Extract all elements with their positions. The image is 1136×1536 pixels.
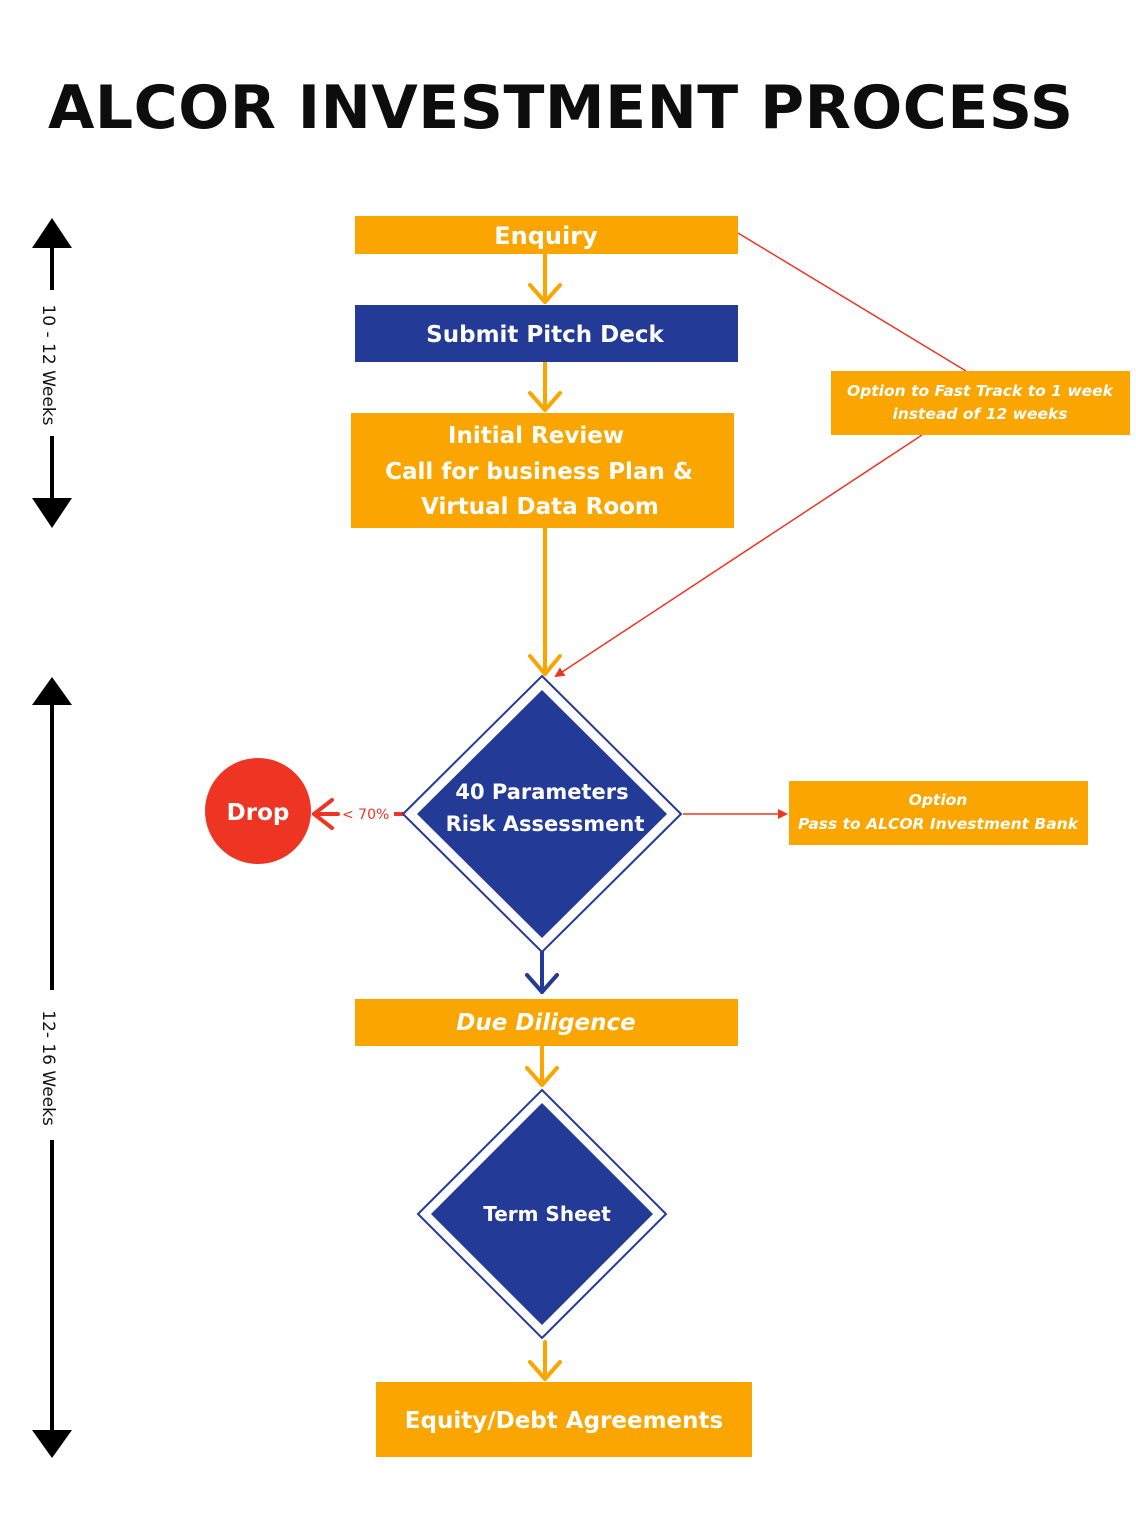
timeline-phase1-label: 10 - 12 Weeks — [38, 304, 58, 425]
investment-bank-line1: Option — [909, 791, 968, 809]
drop-node: Drop — [205, 758, 311, 864]
step-agreements: Equity/Debt Agreements — [376, 1382, 752, 1457]
step-initial-review-line3: Virtual Data Room — [421, 494, 659, 520]
flow-connectors — [525, 252, 562, 1381]
fast-track-line1: Option to Fast Track to 1 week — [847, 382, 1115, 400]
step-agreements-label: Equity/Debt Agreements — [405, 1408, 723, 1434]
step-due-diligence-label: Due Diligence — [456, 1010, 636, 1036]
timeline-phase1-arrow — [32, 218, 72, 528]
fast-track-line-out — [554, 434, 923, 678]
step-initial-review: Initial Review Call for business Plan & … — [351, 413, 734, 528]
step-initial-review-line1: Initial Review — [448, 423, 624, 449]
fast-track-option: Option to Fast Track to 1 week instead o… — [831, 371, 1130, 435]
step-enquiry-label: Enquiry — [494, 222, 598, 250]
risk-assessment-line1: 40 Parameters — [455, 780, 628, 804]
term-sheet-label: Term Sheet — [483, 1202, 611, 1226]
timeline-phase2-label: 12- 16 Weeks — [38, 1010, 58, 1126]
step-enquiry: Enquiry — [355, 216, 738, 254]
page-title: ALCOR INVESTMENT PROCESS — [48, 73, 1074, 143]
step-risk-assessment: 40 Parameters Risk Assessment — [401, 674, 683, 954]
risk-assessment-line2: Risk Assessment — [446, 812, 645, 836]
risk-to-diligence-connector — [525, 950, 559, 994]
drop-label: Drop — [227, 800, 290, 826]
step-pitch-deck: Submit Pitch Deck — [355, 305, 738, 362]
investment-bank-line2: Pass to ALCOR Investment Bank — [798, 815, 1080, 833]
drop-threshold-label: < 70% — [342, 807, 389, 823]
step-term-sheet: Term Sheet — [416, 1088, 668, 1340]
step-due-diligence: Due Diligence — [355, 999, 738, 1046]
drop-arrow — [312, 798, 340, 830]
investment-bank-option: Option Pass to ALCOR Investment Bank — [789, 781, 1088, 845]
timeline-phase2-arrow — [32, 677, 72, 1458]
fast-track-line-in — [737, 232, 967, 372]
step-initial-review-line2: Call for business Plan & — [385, 459, 693, 485]
step-pitch-deck-label: Submit Pitch Deck — [426, 322, 664, 348]
fast-track-line2: instead of 12 weeks — [892, 405, 1067, 423]
